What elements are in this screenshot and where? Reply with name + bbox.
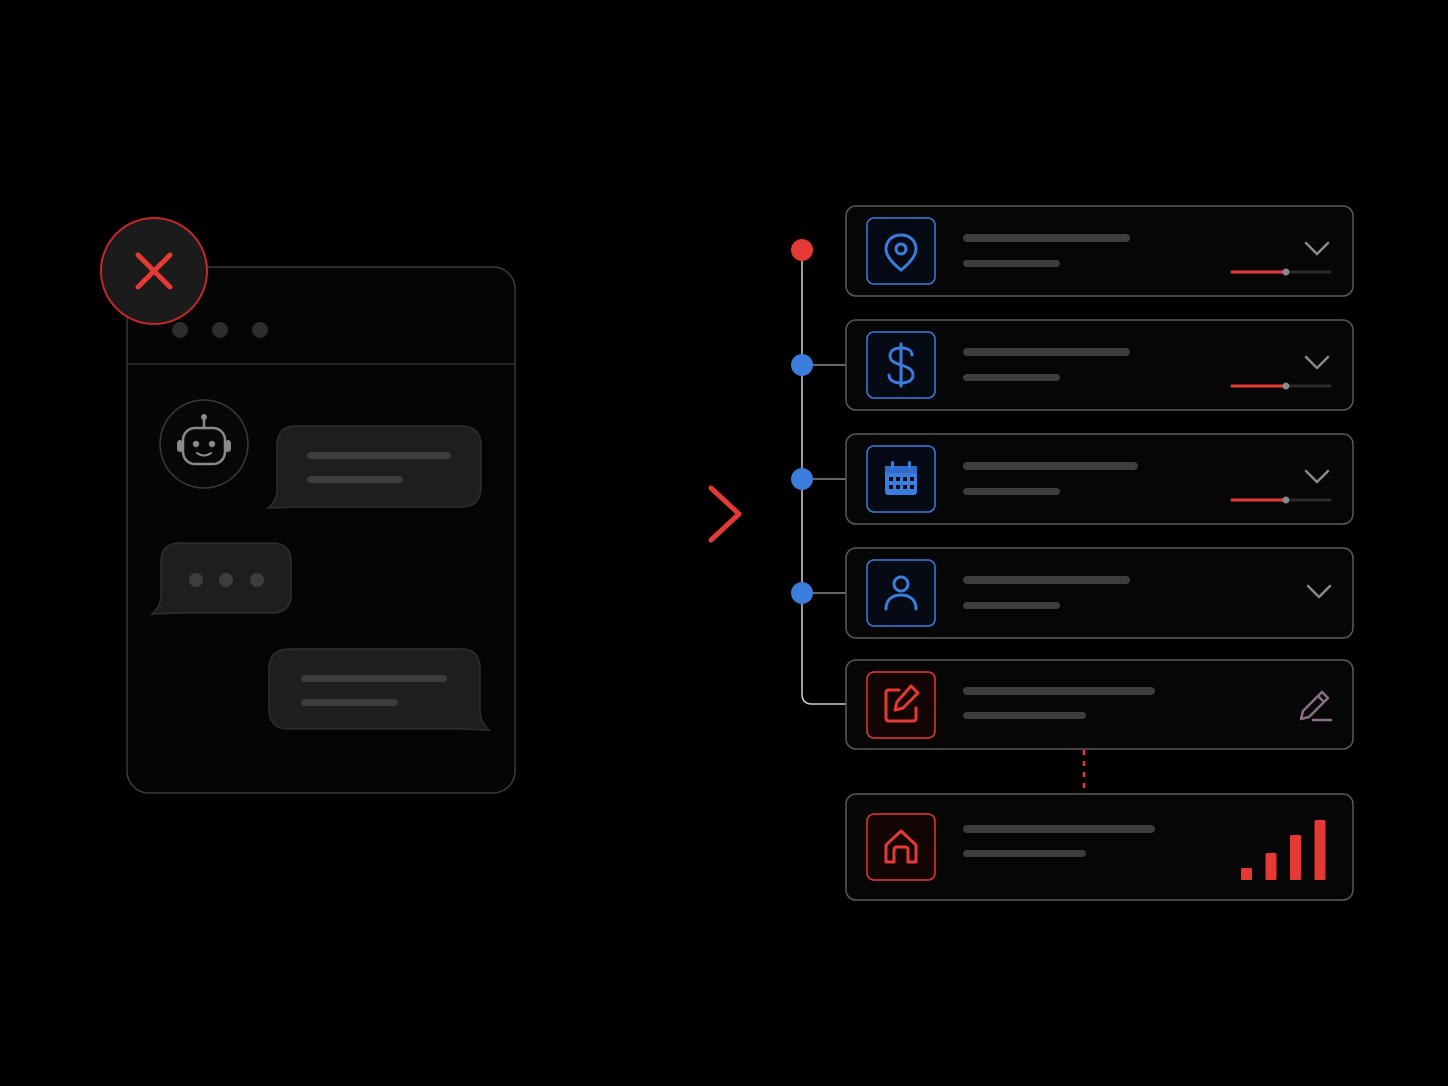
robot-icon	[159, 399, 249, 489]
step-card-schedule[interactable]	[845, 433, 1354, 525]
card-frame	[845, 319, 1354, 411]
dollar-icon	[887, 342, 915, 388]
timeline-dot-1	[791, 239, 813, 261]
chevron-down-icon[interactable]	[1306, 584, 1332, 599]
signal-bars-icon	[1241, 820, 1326, 880]
subtitle-placeholder	[963, 374, 1060, 381]
title-placeholder	[963, 348, 1130, 356]
timeline-dot-2	[791, 354, 813, 376]
slider-knob[interactable]	[1282, 382, 1290, 390]
signal-bar	[1265, 853, 1277, 880]
step-card-contact[interactable]	[845, 547, 1354, 639]
home-icon	[884, 829, 918, 864]
typing-dot-2	[219, 573, 233, 587]
slider-knob[interactable]	[1282, 496, 1290, 504]
icon-tile	[866, 217, 936, 285]
timeline	[791, 239, 1086, 794]
card-frame	[845, 205, 1354, 297]
chat-bubble-typing	[149, 542, 292, 615]
edit-icon	[884, 684, 920, 723]
title-placeholder	[963, 462, 1138, 470]
title-placeholder	[963, 576, 1130, 584]
card-frame	[845, 793, 1354, 901]
subtitle-placeholder	[963, 712, 1086, 719]
subtitle-placeholder	[963, 260, 1060, 267]
card-frame	[845, 433, 1354, 525]
step-card-review[interactable]	[845, 659, 1354, 750]
chevron-down-icon[interactable]	[1304, 241, 1330, 256]
card-frame	[845, 659, 1354, 750]
step-card-result[interactable]	[845, 793, 1354, 901]
chat-window	[100, 217, 516, 794]
user-icon	[884, 575, 918, 611]
chat-bubble-user-message	[268, 648, 492, 731]
icon-tile	[866, 671, 936, 739]
title-placeholder	[963, 825, 1155, 833]
chevron-down-icon[interactable]	[1304, 469, 1330, 484]
card-frame	[845, 547, 1354, 639]
map-pin-icon	[884, 233, 918, 272]
timeline-dot-3	[791, 468, 813, 490]
window-dot-3	[252, 322, 268, 338]
calendar-icon	[885, 461, 917, 495]
slider-knob[interactable]	[1282, 268, 1290, 276]
signal-bar	[1314, 820, 1326, 880]
title-placeholder	[963, 687, 1155, 695]
progress-slider[interactable]	[1230, 268, 1332, 276]
progress-slider[interactable]	[1230, 496, 1332, 504]
title-placeholder	[963, 234, 1130, 242]
window-dot-2	[212, 322, 228, 338]
progress-slider[interactable]	[1230, 382, 1332, 390]
pencil-icon[interactable]	[1299, 690, 1333, 722]
window-dot-1	[172, 322, 188, 338]
typing-dot-3	[250, 573, 264, 587]
subtitle-placeholder	[963, 850, 1086, 857]
subtitle-placeholder	[963, 602, 1060, 609]
arrow-right-icon	[566, 485, 742, 543]
timeline-line	[801, 250, 846, 705]
chat-bubble-bot-message	[265, 425, 482, 509]
close-x-icon	[100, 217, 208, 325]
icon-tile	[866, 559, 936, 627]
signal-bar	[1290, 835, 1301, 880]
typing-dot-1	[189, 573, 203, 587]
chevron-down-icon[interactable]	[1304, 355, 1330, 370]
signal-bar	[1241, 868, 1252, 880]
step-card-budget[interactable]	[845, 319, 1354, 411]
step-card-location[interactable]	[845, 205, 1354, 297]
timeline-dot-4	[791, 582, 813, 604]
subtitle-placeholder	[963, 488, 1060, 495]
